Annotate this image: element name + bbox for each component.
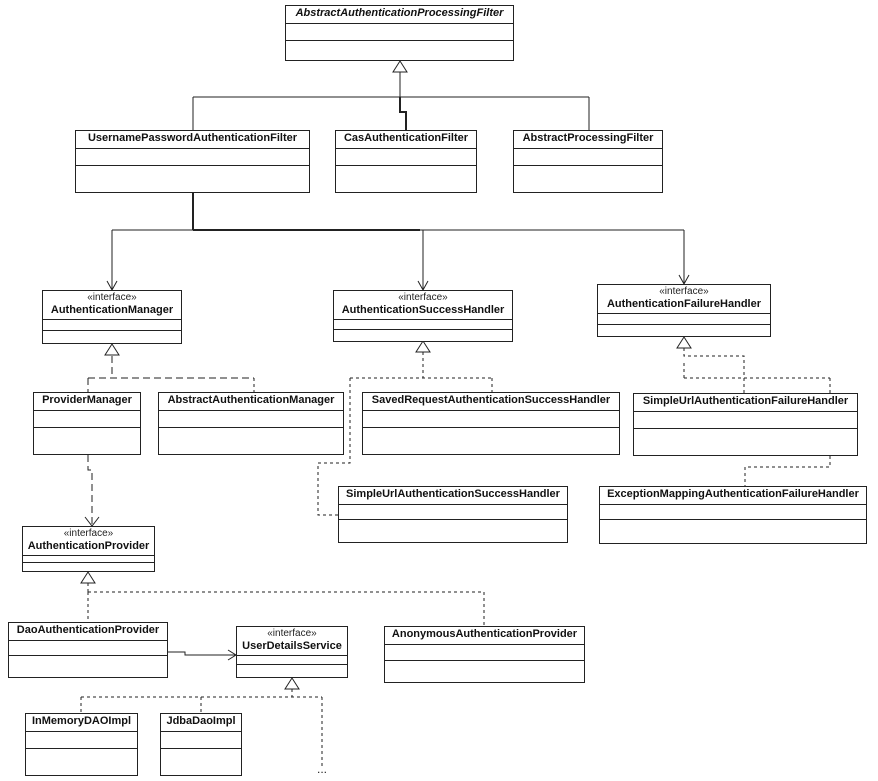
attributes-compartment <box>237 656 347 666</box>
interface-authentication-provider: «interface» AuthenticationProvider <box>22 526 155 572</box>
attributes-compartment <box>159 411 343 428</box>
class-name: SavedRequestAuthenticationSuccessHandler <box>371 394 611 406</box>
operations-compartment <box>23 563 154 571</box>
class-simple-url-authentication-success-handler: SimpleUrlAuthenticationSuccessHandler <box>338 486 568 543</box>
operations-compartment <box>26 749 137 775</box>
stereotype-label: «interface» <box>63 528 114 539</box>
operations-compartment <box>286 41 513 60</box>
attributes-compartment <box>334 320 512 331</box>
operations-compartment <box>43 331 181 343</box>
more-implementations-ellipsis: ... <box>317 762 328 776</box>
class-name: AbstractAuthenticationManager <box>167 394 335 406</box>
class-name: ExceptionMappingAuthenticationFailureHan… <box>607 488 859 500</box>
filter-generalization <box>192 60 590 130</box>
attributes-compartment <box>514 149 662 166</box>
class-abstract-authentication-manager: AbstractAuthenticationManager <box>158 392 344 455</box>
class-saved-request-authentication-success-handler: SavedRequestAuthenticationSuccessHandler <box>362 392 620 455</box>
operations-compartment <box>237 665 347 677</box>
class-name: AbstractAuthenticationProcessingFilter <box>295 7 504 19</box>
class-name: ProviderManager <box>42 394 132 406</box>
attributes-compartment <box>76 149 309 166</box>
stereotype-label: «interface» <box>398 292 448 303</box>
attributes-compartment <box>43 320 181 332</box>
class-provider-manager: ProviderManager <box>33 392 141 455</box>
operations-compartment <box>363 428 619 454</box>
operations-compartment <box>159 428 343 454</box>
operations-compartment <box>76 166 309 192</box>
class-name: InMemoryDAOImpl <box>31 715 131 727</box>
operations-compartment <box>336 166 476 192</box>
class-abstract-processing-filter: AbstractProcessingFilter <box>513 130 663 193</box>
class-abstract-authentication-processing-filter: AbstractAuthenticationProcessingFilter <box>285 5 514 61</box>
generalization-triangle <box>392 60 408 73</box>
class-jdba-dao-impl: JdbaDaoImpl <box>160 713 242 776</box>
operations-compartment <box>600 520 866 543</box>
realization-triangle <box>284 677 300 690</box>
operations-compartment <box>9 656 167 677</box>
class-cas-authentication-filter: CasAuthenticationFilter <box>335 130 477 193</box>
attributes-compartment <box>385 645 584 661</box>
operations-compartment <box>339 520 567 542</box>
interface-authentication-manager: «interface» AuthenticationManager <box>42 290 182 344</box>
attributes-compartment <box>26 732 137 749</box>
class-name: AuthenticationProvider <box>27 539 150 552</box>
attributes-compartment <box>161 732 241 749</box>
class-name: AuthenticationManager <box>50 303 174 316</box>
operations-compartment <box>634 429 857 455</box>
stereotype-label: «interface» <box>87 292 137 303</box>
class-name: UsernamePasswordAuthenticationFilter <box>87 132 298 144</box>
class-exception-mapping-authentication-failure-handler: ExceptionMappingAuthenticationFailureHan… <box>599 486 867 544</box>
attributes-compartment <box>600 505 866 520</box>
interface-user-details-service: «interface» UserDetailsService <box>236 626 348 678</box>
class-name: UserDetailsService <box>242 639 342 652</box>
class-anonymous-authentication-provider: AnonymousAuthenticationProvider <box>384 626 585 683</box>
class-name: SimpleUrlAuthenticationSuccessHandler <box>346 488 560 500</box>
interface-authentication-success-handler: «interface» AuthenticationSuccessHandler <box>333 290 513 342</box>
attributes-compartment <box>363 411 619 428</box>
operations-compartment <box>385 661 584 682</box>
attributes-compartment <box>34 411 140 428</box>
operations-compartment <box>161 749 241 775</box>
class-name: AuthenticationFailureHandler <box>606 297 762 310</box>
stereotype-label: «interface» <box>659 286 709 297</box>
attributes-compartment <box>336 149 476 166</box>
attributes-compartment <box>9 641 167 656</box>
operations-compartment <box>514 166 662 192</box>
attributes-compartment <box>598 314 770 326</box>
class-simple-url-authentication-failure-handler: SimpleUrlAuthenticationFailureHandler <box>633 393 858 456</box>
class-name: AuthenticationSuccessHandler <box>341 303 505 316</box>
operations-compartment <box>334 330 512 341</box>
realization-triangle <box>80 571 96 584</box>
class-username-password-authentication-filter: UsernamePasswordAuthenticationFilter <box>75 130 310 193</box>
attributes-compartment <box>23 556 154 564</box>
class-name: SimpleUrlAuthenticationFailureHandler <box>642 395 849 407</box>
attributes-compartment <box>634 412 857 429</box>
class-name: AbstractProcessingFilter <box>522 132 654 144</box>
interface-authentication-failure-handler: «interface» AuthenticationFailureHandler <box>597 284 771 337</box>
class-dao-authentication-provider: DaoAuthenticationProvider <box>8 622 168 678</box>
class-name: JdbaDaoImpl <box>166 715 236 727</box>
class-name: DaoAuthenticationProvider <box>16 624 160 636</box>
operations-compartment <box>34 428 140 454</box>
realization-triangle <box>676 336 692 349</box>
filter-associations <box>106 193 690 292</box>
provider-realization <box>80 571 485 626</box>
attributes-compartment <box>339 505 567 520</box>
class-in-memory-dao-impl: InMemoryDAOImpl <box>25 713 138 776</box>
userdetails-realization <box>80 677 323 766</box>
manager-realization <box>87 343 255 392</box>
realization-triangle <box>104 343 120 356</box>
class-name: AnonymousAuthenticationProvider <box>391 628 578 640</box>
dao-uses-userdetails <box>168 649 237 661</box>
realization-triangle <box>415 340 431 353</box>
provider-dependency <box>84 455 100 527</box>
operations-compartment <box>598 325 770 336</box>
success-handler-realization <box>317 340 493 516</box>
attributes-compartment <box>286 24 513 41</box>
stereotype-label: «interface» <box>267 628 317 639</box>
class-name: CasAuthenticationFilter <box>343 132 469 144</box>
